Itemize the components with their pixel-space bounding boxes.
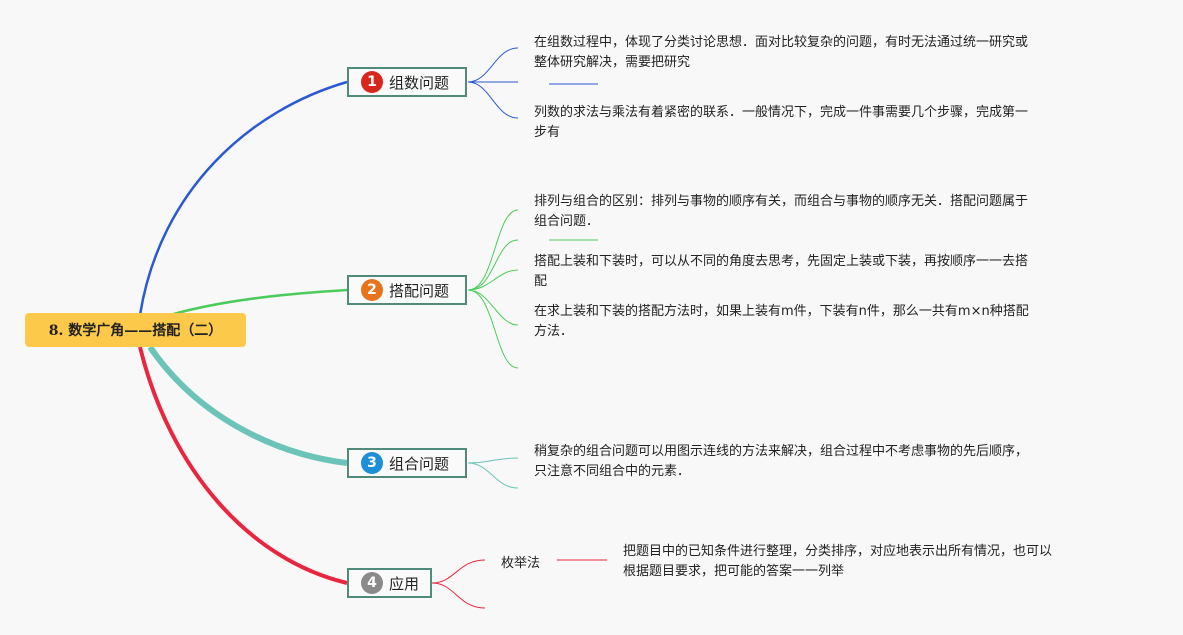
topic-zuhe-wenti[interactable]: 3 组合问题: [347, 448, 467, 478]
leaf-lines-4: [431, 559, 607, 609]
subtopic-meiju-fa[interactable]: 枚举法: [501, 556, 541, 571]
root-topic[interactable]: 8. 数学广角——搭配（二）: [25, 313, 246, 347]
leaf-lines-3: [467, 457, 519, 489]
note-dapei-3[interactable]: 在求上装和下装的搭配方法时，如果上装有m件，下装有n件，那么一共有m×n种搭配方…: [534, 304, 1029, 339]
note-zushu-2[interactable]: 列数的求法与乘法有着紧密的联系．一般情况下，完成一件事需要几个步骤，完成第一步有: [534, 105, 1029, 140]
note-zushu-1[interactable]: 在组数过程中，体现了分类讨论思想．面对比较复杂的问题，有时无法通过统一研究或整体…: [534, 35, 1029, 70]
note-dapei-2[interactable]: 搭配上装和下装时，可以从不同的角度去思考，先固定上装或下装，再按顺序一一去搭配: [534, 254, 1029, 289]
number-badge-icon: 1: [361, 71, 383, 93]
branch-line-2: [169, 288, 348, 317]
number-badge-icon: 4: [361, 572, 383, 594]
topic-zushu-wenti[interactable]: 1 组数问题: [347, 67, 467, 97]
leaf-lines-1: [467, 47, 598, 119]
note-dapei-1[interactable]: 排列与组合的区别：排列与事物的顺序有关，而组合与事物的顺序无关．搭配问题属于组合…: [534, 194, 1029, 229]
number-badge-icon: 3: [361, 452, 383, 474]
topic-label: 组数问题: [389, 73, 450, 92]
note-zuhe-1[interactable]: 稍复杂的组合问题可以用图示连线的方法来解决，组合过程中不考虑事物的先后顺序，只注…: [534, 444, 1029, 479]
branch-line-1: [138, 80, 348, 316]
topic-label: 组合问题: [389, 454, 450, 473]
number-badge-icon: 2: [361, 279, 383, 301]
topic-label: 搭配问题: [389, 281, 450, 300]
topic-label: 应用: [389, 574, 420, 593]
branch-line-4: [138, 346, 348, 585]
topic-dapei-wenti[interactable]: 2 搭配问题: [347, 275, 467, 305]
note-yingyong-1[interactable]: 把题目中的已知条件进行整理，分类排序，对应地表示出所有情况，也可以根据题目要求，…: [623, 544, 1053, 579]
branch-line-3: [147, 345, 348, 466]
topic-yingyong[interactable]: 4 应用: [347, 568, 432, 598]
leaf-lines-2: [467, 209, 598, 369]
